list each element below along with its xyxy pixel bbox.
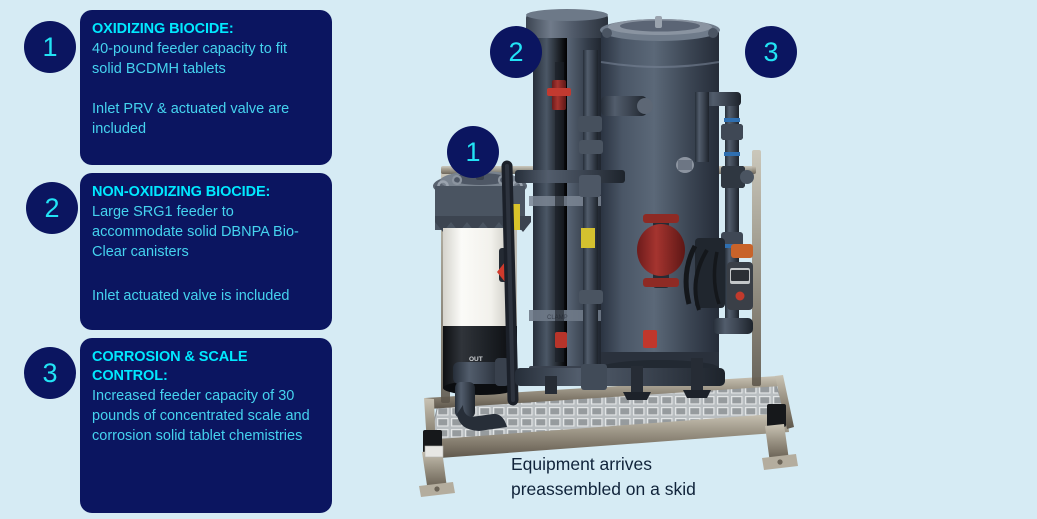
process-piping (497, 50, 754, 406)
callout-card-3: CORROSION & SCALE CONTROL: Increased fee… (80, 338, 332, 513)
large-feeder-tank (600, 16, 720, 376)
callout-card-2: NON-OXIDIZING BIOCIDE: Large SRG1 feeder… (80, 173, 332, 330)
callout-2-number-badge: 2 (26, 182, 78, 234)
photo-caption: Equipment arrives preassembled on a skid (511, 454, 696, 500)
photo-marker-2: 2 (490, 26, 542, 78)
callout-1-number-badge: 1 (24, 21, 76, 73)
callout-1-heading: OXIDIZING BIOCIDE: (92, 21, 234, 37)
callout-2-heading: NON-OXIDIZING BIOCIDE: (92, 184, 271, 200)
filter-out-label: OUT (469, 356, 483, 363)
equipment-skid-photo: CLAMP (419, 9, 798, 497)
callout-3-body-primary: Increased feeder capacity of 30 pounds o… (92, 388, 310, 444)
photo-marker-1: 1 (447, 126, 499, 178)
callout-1-number: 1 (42, 31, 58, 62)
photo-marker-3: 3 (745, 26, 797, 78)
photo-marker-3-number: 3 (763, 36, 779, 67)
callout-3-heading: CORROSION & SCALE CONTROL: (92, 349, 248, 385)
callout-1-body-secondary: Inlet PRV & actuated valve are included (92, 100, 290, 137)
callout-3-number: 3 (42, 357, 58, 388)
photo-marker-2-number: 2 (508, 36, 524, 67)
callout-3-number-badge: 3 (24, 347, 76, 399)
photo-marker-1-number: 1 (465, 136, 481, 167)
callout-2-number: 2 (44, 192, 60, 223)
callout-1-body-primary: 40-pound feeder capacity to fit solid BC… (92, 41, 288, 77)
callout-2-body-secondary: Inlet actuated valve is included (92, 287, 290, 304)
callout-2-body-primary: Large SRG1 feeder to accommodate solid D… (92, 204, 299, 260)
callout-card-1: OXIDIZING BIOCIDE: 40-pound feeder capac… (80, 10, 332, 165)
